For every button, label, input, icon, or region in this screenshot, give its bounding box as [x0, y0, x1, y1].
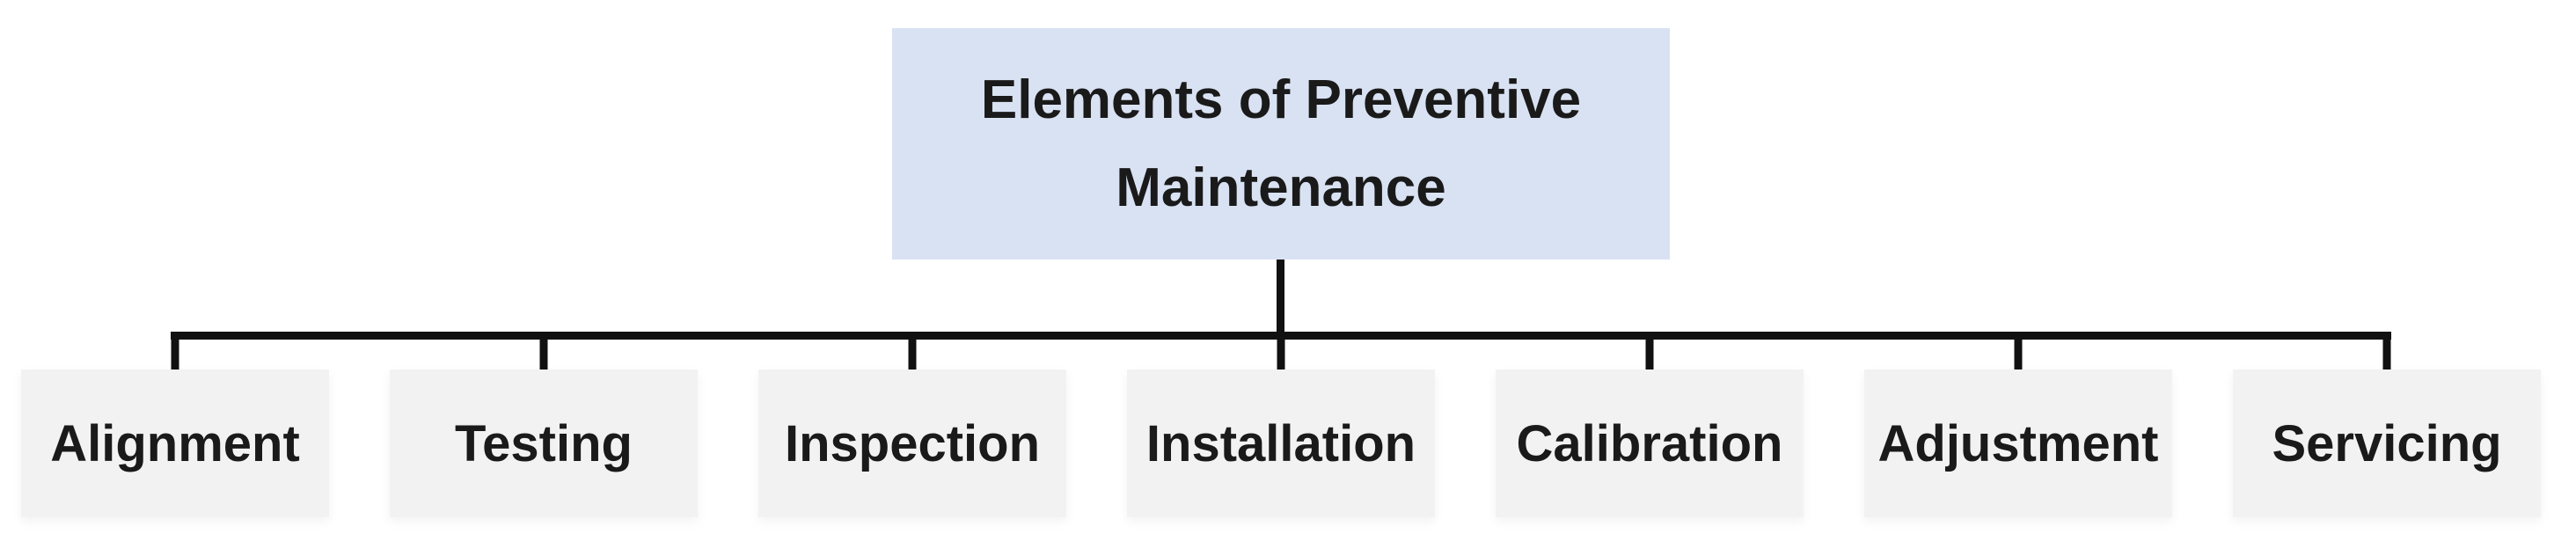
child-node-calibration: Calibration — [1496, 332, 1804, 517]
child-node-testing: Testing — [390, 332, 698, 517]
connector-drop-installation — [1277, 332, 1285, 369]
root-node-label: Elements of Preventive Maintenance — [980, 70, 1582, 218]
connector-drop-inspection — [908, 332, 917, 369]
child-node-label: Calibration — [1516, 414, 1783, 472]
child-node-label: Inspection — [784, 414, 1041, 472]
connector-root-stem — [1277, 260, 1284, 340]
connector-drop-testing — [539, 332, 548, 369]
child-node-inspection: Inspection — [758, 332, 1066, 517]
connector-drop-calibration — [1645, 332, 1654, 369]
child-node-label: Testing — [455, 414, 633, 472]
child-node-label: Adjustment — [1877, 414, 2159, 472]
child-node-servicing: Servicing — [2233, 332, 2541, 517]
connector-drop-adjustment — [2014, 332, 2023, 369]
child-nodes-row: Alignment Testing Inspection Installation Ca… — [21, 332, 2541, 517]
root-node-elements-of-preventive-maintenance: Elements of Preventive Maintenance — [892, 28, 1670, 260]
connector-drop-alignment — [171, 332, 179, 369]
connector-drop-servicing — [2382, 332, 2391, 369]
child-node-label: Alignment — [50, 414, 300, 472]
child-node-installation: Installation — [1127, 332, 1435, 517]
child-node-label: Servicing — [2272, 414, 2502, 472]
child-node-alignment: Alignment — [21, 332, 329, 517]
child-node-adjustment: Adjustment — [1864, 332, 2172, 517]
child-node-label: Installation — [1145, 414, 1416, 472]
